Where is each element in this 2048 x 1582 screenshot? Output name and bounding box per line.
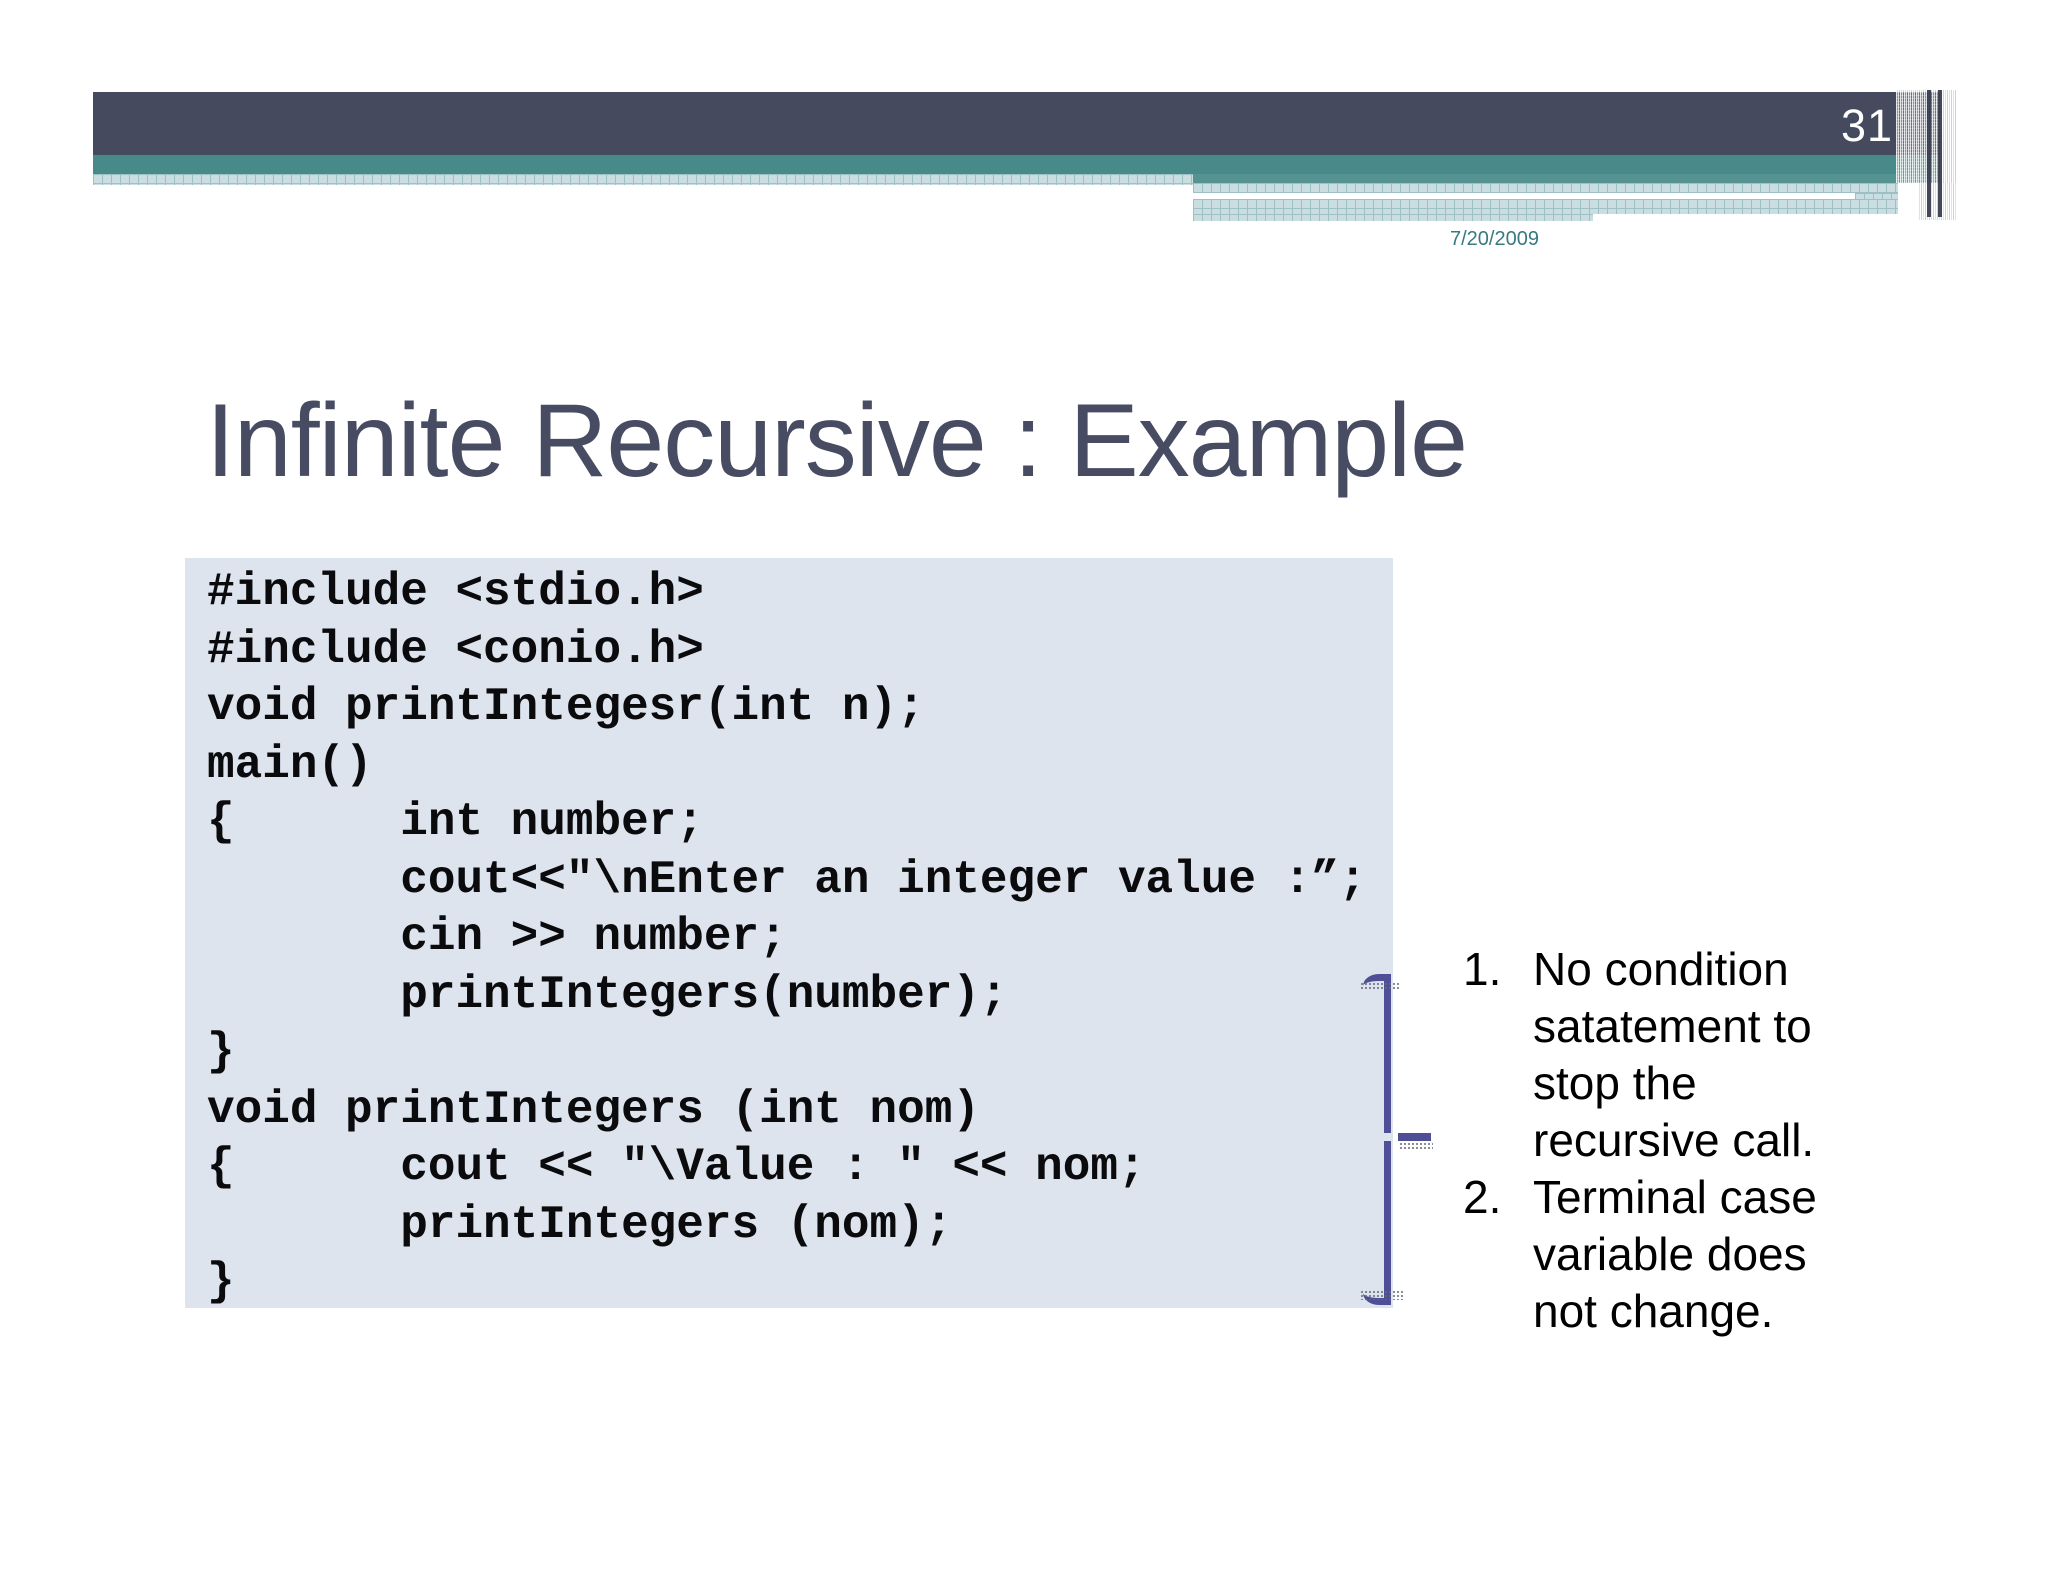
notes-list: 1. No condition satatement to stop the r… (1463, 941, 1843, 1340)
brace-upper-segment (1363, 974, 1391, 1133)
page-number: 31 (1840, 100, 1893, 151)
right-curly-brace (1360, 974, 1433, 1305)
list-item: 1. No condition satatement to stop the r… (1463, 941, 1843, 1169)
header-grid-strip-joint (1855, 193, 1898, 199)
header-texture-stripe (1927, 90, 1931, 217)
header-bar-dark (93, 92, 1940, 155)
code-block: #include <stdio.h> #include <conio.h> vo… (185, 558, 1393, 1308)
header-texture-block (1896, 90, 1956, 183)
header-grid-strip-left (93, 174, 1193, 185)
list-item-text: Terminal case variable does not change. (1533, 1171, 1817, 1337)
header-bar-teal (93, 155, 1940, 174)
list-item-number: 2. (1463, 1171, 1502, 1223)
brace-shadow (1360, 1290, 1404, 1300)
brace-shadow (1399, 1142, 1433, 1150)
list-item-text: No condition satatement to stop the recu… (1533, 943, 1815, 1166)
header-grid-strip-upper (1193, 183, 1898, 193)
header-texture-stripe (1938, 90, 1942, 217)
list-item-number: 1. (1463, 943, 1502, 995)
brace-shadow (1360, 982, 1400, 990)
list-item: 2. Terminal case variable does not chang… (1463, 1169, 1843, 1340)
header-bar-teal-extension (1193, 174, 1940, 183)
slide-title: Infinite Recursive : Example (206, 383, 1468, 499)
header-grid-strip-lower (1193, 199, 1898, 214)
brace-lower-segment (1363, 1141, 1391, 1305)
brace-middle-point (1398, 1133, 1431, 1141)
header-texture-block-tail (1918, 183, 1956, 220)
header-grid-strip-step (1193, 214, 1593, 221)
slide-date: 7/20/2009 (1450, 228, 1539, 250)
